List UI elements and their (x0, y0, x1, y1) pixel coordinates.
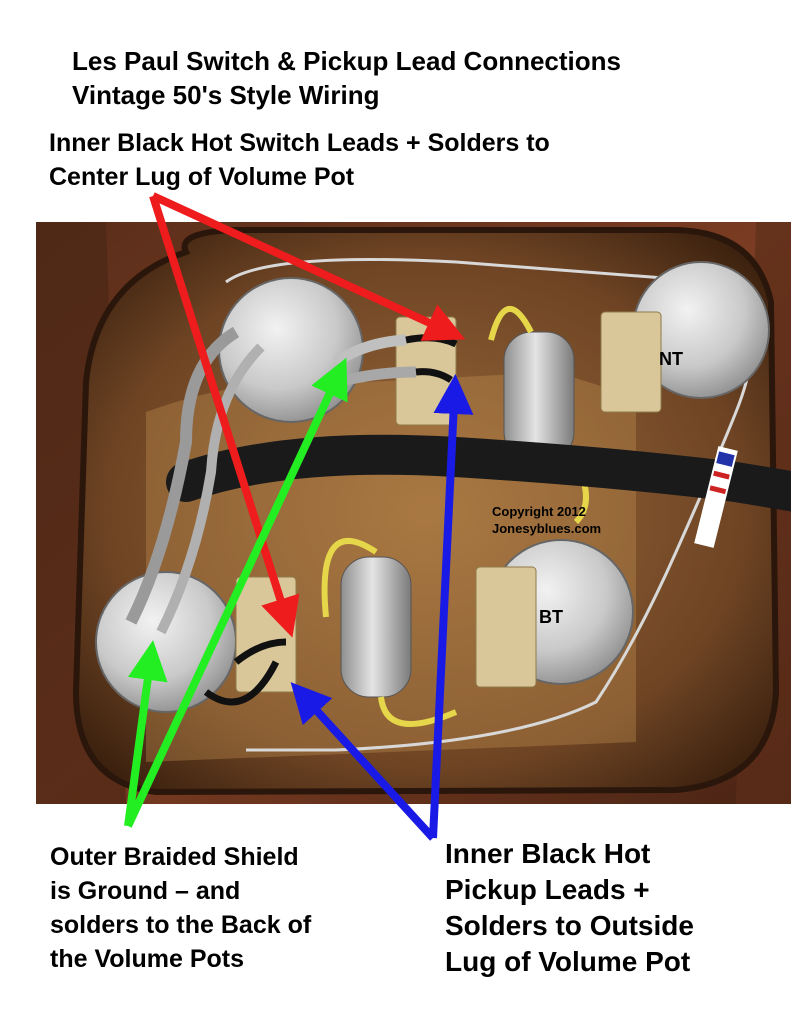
title-line-2: Vintage 50's Style Wiring (72, 80, 380, 110)
bridge-volume-pot (95, 571, 237, 713)
bridge-tone-lugs (475, 566, 537, 688)
braided-shield-line-4: the Volume Pots (50, 945, 245, 973)
copyright-line-1: Copyright 2012 (492, 504, 586, 519)
pickup-leads-line-4: Lug of Volume Pot (445, 946, 691, 977)
neck-volume-pot (218, 277, 364, 423)
bridge-tone-label: BT (539, 607, 563, 627)
switch-leads-callout: Inner Black Hot Switch Leads + Solders t… (49, 126, 550, 194)
pickup-leads-line-3: Solders to Outside (445, 910, 694, 941)
copyright-line-2: Jonesyblues.com (492, 521, 602, 536)
diagram-title: Les Paul Switch & Pickup Lead Connection… (72, 44, 621, 112)
braided-shield-callout: Outer Braided Shield is Ground – and sol… (50, 840, 311, 976)
bridge-tone-capacitor (340, 556, 412, 698)
pickup-leads-line-1: Inner Black Hot (445, 838, 651, 869)
braided-shield-line-2: is Ground – and (50, 877, 241, 905)
switch-leads-line-1: Inner Black Hot Switch Leads + Solders t… (49, 129, 550, 157)
neck-tone-label: NT (659, 349, 683, 369)
neck-tone-capacitor (503, 331, 575, 461)
braided-shield-line-3: solders to the Back of (50, 911, 312, 939)
title-line-1: Les Paul Switch & Pickup Lead Connection… (72, 46, 621, 76)
pickup-leads-line-2: Pickup Leads + (445, 874, 650, 905)
braided-shield-line-1: Outer Braided Shield (50, 843, 299, 871)
neck-tone-lugs (600, 311, 662, 413)
pickup-leads-callout: Inner Black Hot Pickup Leads + Solders t… (445, 836, 694, 980)
control-cavity-photo: NT BT Copyright 2012 Jonesyblues.com (36, 222, 791, 804)
switch-leads-line-2: Center Lug of Volume Pot (49, 163, 355, 191)
copyright-notice: Copyright 2012 Jonesyblues.com (492, 503, 601, 537)
